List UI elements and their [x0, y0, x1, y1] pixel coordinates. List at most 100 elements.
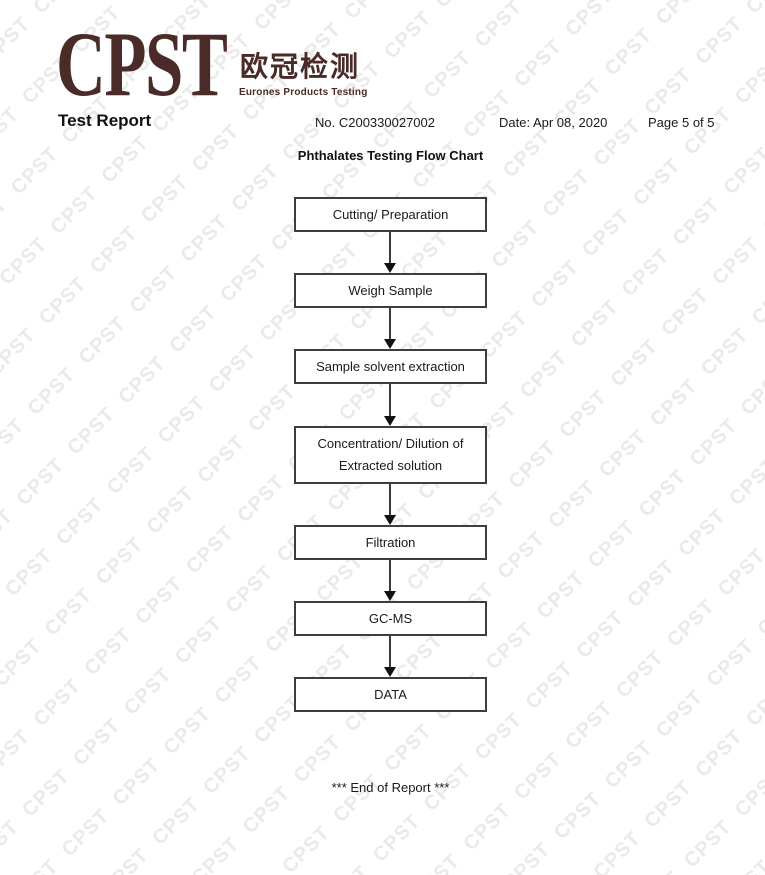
watermark-text: CPST: [685, 413, 742, 471]
flow-step-label: Filtration: [365, 534, 416, 550]
watermark-text: CPST: [600, 736, 657, 793]
watermark-text: CPST: [668, 193, 725, 250]
watermark-text: CPST: [651, 685, 708, 742]
flow-step-box: Filtration: [294, 525, 487, 560]
arrow-head: [384, 515, 396, 525]
watermark-text: CPST: [679, 102, 736, 159]
watermark-text: CPST: [108, 753, 165, 810]
watermark-text: CPST: [96, 843, 153, 875]
watermark-text: CPST: [747, 272, 765, 329]
flow-step-box: Cutting/ Preparation: [294, 197, 487, 232]
watermark-text: CPST: [119, 0, 176, 7]
watermark-text: CPST: [611, 645, 668, 702]
flow-step-label: Cutting/ Preparation: [332, 206, 449, 222]
watermark-text: CPST: [28, 674, 86, 731]
watermark-text: CPST: [125, 261, 182, 318]
watermark-text: CPST: [431, 0, 488, 13]
flow-step-box: Weigh Sample: [294, 273, 487, 308]
watermark-text: CPST: [226, 159, 284, 216]
watermark-text: CPST: [560, 0, 617, 41]
watermark-text: CPST: [407, 136, 465, 193]
arrow-shaft: [389, 484, 391, 516]
watermark-text: CPST: [741, 674, 765, 731]
watermark-text: CPST: [498, 838, 555, 875]
end-of-report-text: *** End of Report ***: [331, 780, 450, 795]
page-indicator: Page 5 of 5: [648, 115, 715, 130]
watermark-text: CPST: [328, 770, 385, 827]
watermark-text: CPST: [209, 651, 267, 708]
flow-step-box: DATA: [294, 677, 487, 712]
watermark-text: CPST: [634, 464, 691, 521]
flow-step-label: Sample solvent extraction: [316, 358, 465, 374]
watermark-text: CPST: [51, 493, 108, 550]
watermark-text: CPST: [96, 131, 153, 188]
watermark-text: CPST: [583, 515, 640, 572]
report-title: Test Report: [58, 111, 152, 130]
watermark-text: CPST: [515, 346, 572, 403]
watermark-text: CPST: [379, 6, 436, 63]
watermark-text: CPST: [690, 725, 747, 782]
watermark-text: CPST: [645, 374, 702, 431]
watermark-text: CPST: [588, 826, 646, 875]
watermark-text: CPST: [91, 532, 148, 589]
flow-step-label: Concentration/ Dilution of: [317, 436, 464, 451]
flowchart-title: Phthalates Testing Flow Chart: [297, 148, 484, 163]
watermark-text: CPST: [62, 402, 119, 459]
watermark-text: CPST: [566, 295, 623, 352]
watermark-text: CPST: [153, 391, 210, 448]
watermark-text: CPST: [68, 713, 125, 770]
watermark-text: CPST: [504, 436, 561, 493]
watermark-text: CPST: [713, 544, 765, 601]
watermark-text: CPST: [753, 583, 765, 640]
watermark-text: CPST: [470, 0, 527, 52]
watermark-text: CPST: [119, 662, 176, 719]
watermark-text: CPST: [379, 719, 436, 776]
watermark-text: CPST: [0, 323, 40, 380]
watermark-text: CPST: [0, 594, 6, 652]
watermark-text: CPST: [0, 284, 1, 341]
watermark-text: CPST: [181, 521, 238, 578]
flow-step-box: Concentration/ Dilution of Extracted solu…: [294, 426, 487, 484]
arrow-head: [384, 416, 396, 426]
watermark-text: CPST: [113, 351, 170, 408]
watermark-text: CPST: [277, 821, 334, 875]
watermark-text: CPST: [57, 804, 114, 861]
arrow-shaft: [389, 232, 391, 264]
watermark-text: CPST: [0, 815, 23, 872]
watermark-text: CPST: [17, 764, 74, 821]
watermark-text: CPST: [679, 815, 736, 872]
watermark-text: CPST: [724, 453, 765, 510]
watermark-text: CPST: [0, 12, 35, 69]
watermark-text: CPST: [34, 272, 91, 329]
arrow-shaft: [389, 384, 391, 417]
watermark-text: CPST: [577, 204, 634, 261]
watermark-text: CPST: [758, 181, 765, 239]
watermark-text: CPST: [289, 730, 346, 787]
watermark-text: CPST: [617, 244, 674, 301]
watermark-text: CPST: [639, 775, 696, 833]
watermark-text: CPST: [0, 725, 35, 782]
flow-step-label: Extracted solution: [338, 458, 443, 473]
watermark-text: CPST: [23, 363, 80, 420]
arrow-head: [384, 339, 396, 349]
watermark-text: CPST: [509, 34, 566, 92]
watermark-text: CPST: [192, 430, 250, 487]
watermark-text: CPST: [521, 0, 578, 1]
watermark-text: CPST: [509, 747, 566, 804]
arrow-shaft: [389, 308, 391, 340]
watermark-text: CPST: [662, 594, 719, 652]
watermark-text: CPST: [0, 634, 46, 691]
watermark-text: CPST: [408, 850, 465, 875]
watermark-text: CPST: [470, 708, 527, 765]
watermark-text: CPST: [238, 781, 295, 838]
arrow-shaft: [389, 636, 391, 668]
watermark-text: CPST: [368, 809, 425, 867]
watermark-text: CPST: [622, 555, 680, 612]
logo-chinese-name: 欧冠检测: [240, 51, 361, 82]
watermark-text: CPST: [521, 657, 578, 714]
watermark-text: CPST: [572, 606, 629, 663]
watermark-text: CPST: [136, 170, 193, 227]
watermark-text: CPST: [543, 476, 600, 533]
flow-step-label: DATA: [374, 686, 407, 702]
watermark-text: CPST: [419, 46, 476, 103]
